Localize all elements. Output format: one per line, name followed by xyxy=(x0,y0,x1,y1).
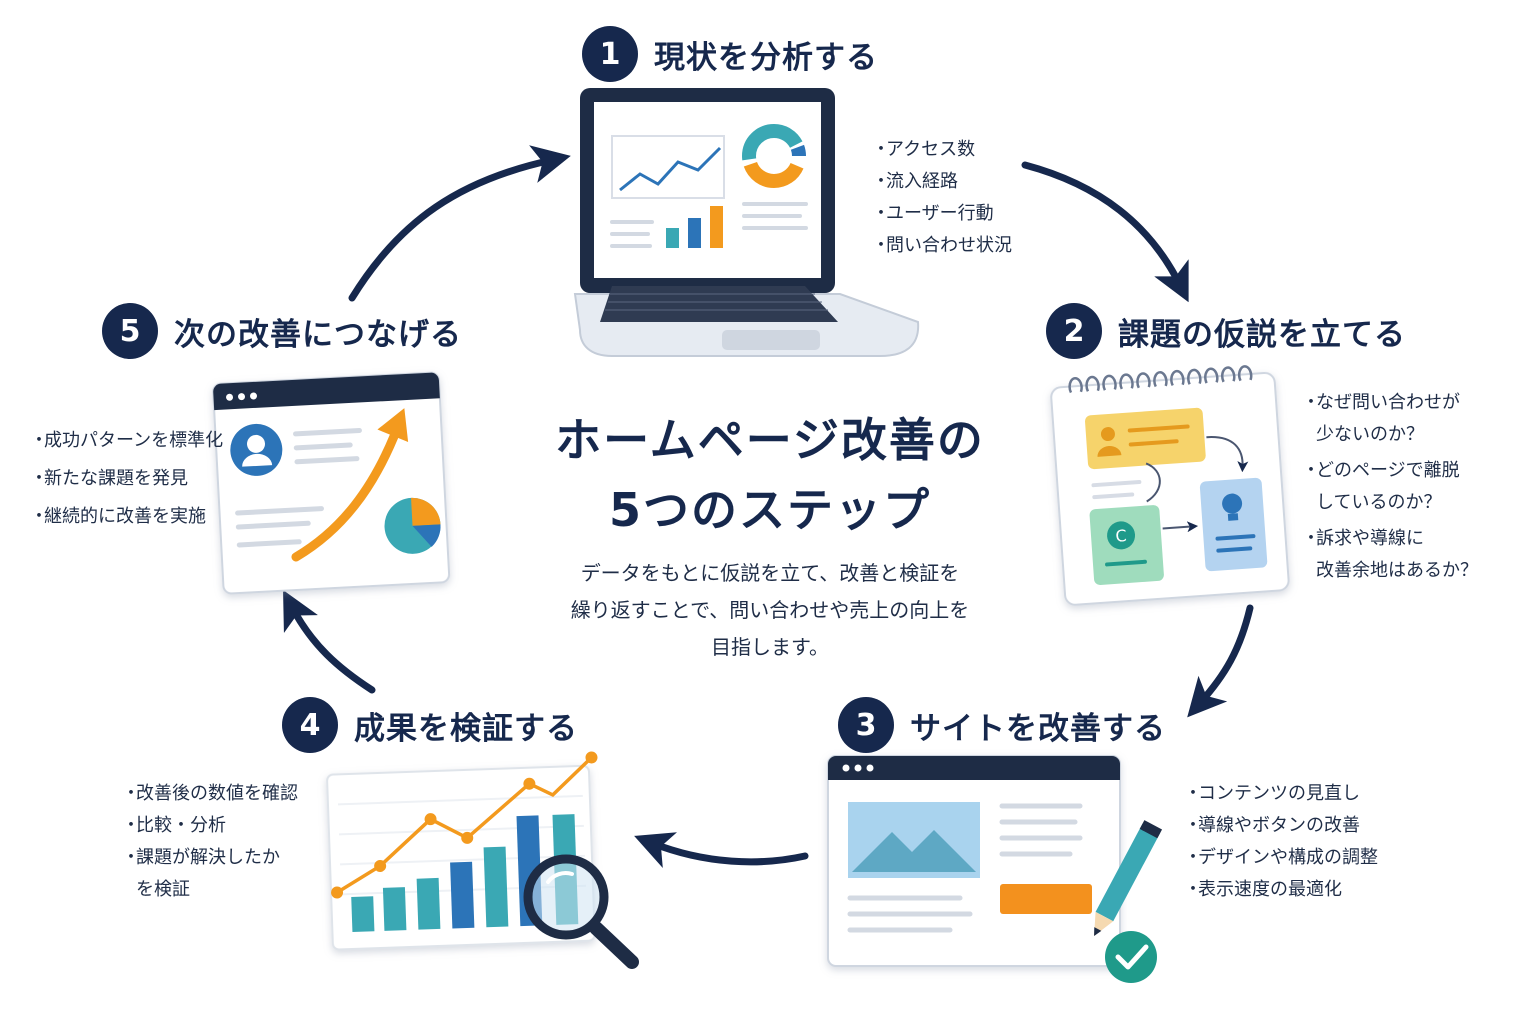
arrow-4-to-5 xyxy=(283,589,376,694)
title-line-2: 5つのステップ xyxy=(608,483,931,537)
list-item: ・表示速度の最適化 xyxy=(1184,879,1342,900)
step-1-bullets: ・アクセス数 ・流入経路 ・ユーザー行動 ・問い合わせ状況 xyxy=(872,134,1012,262)
step-number-badge: 5 xyxy=(102,303,158,359)
list-item: ・デザインや構成の調整 xyxy=(1184,847,1378,868)
list-item: ・なぜ問い合わせが 少ないのか？ xyxy=(1302,392,1460,445)
description-line-3: 目指します。 xyxy=(711,635,829,659)
page-title: ホームページ改善の 5つのステップ xyxy=(500,405,1040,545)
arrow-5-to-1 xyxy=(348,145,571,302)
step-1-heading: 1 現状を分析する xyxy=(582,26,878,82)
step-number-badge: 4 xyxy=(282,697,338,753)
svg-text:C: C xyxy=(1115,526,1127,546)
list-item: ・課題が解決したか を検証 xyxy=(122,847,280,900)
list-item: ・どのページで離脱 しているのか？ xyxy=(1302,460,1460,513)
step-title: サイトを改善する xyxy=(910,710,1166,747)
list-item: ・改善後の数値を確認 xyxy=(122,783,298,804)
arrow-3-to-4 xyxy=(634,832,809,868)
magnifier-icon xyxy=(523,854,639,969)
list-item: ・問い合わせ状況 xyxy=(872,235,1012,256)
list-item: ・導線やボタンの改善 xyxy=(1184,815,1360,836)
step-2-heading: 2 課題の仮説を立てる xyxy=(1046,303,1406,359)
step-title: 現状を分析する xyxy=(654,39,878,76)
description: データをもとに仮説を立て、改善と検証を 繰り返すことで、問い合わせや売上の向上を… xyxy=(500,555,1040,666)
list-item: ・流入経路 xyxy=(872,171,958,192)
laptop-dashboard-icon xyxy=(573,88,920,357)
list-item: ・新たな課題を発見 xyxy=(30,468,188,489)
description-line-1: データをもとに仮説を立て、改善と検証を xyxy=(580,561,960,585)
list-item: ・アクセス数 xyxy=(872,139,976,160)
arrow-1-to-2 xyxy=(1021,161,1189,303)
step-2-bullets: ・なぜ問い合わせが 少ないのか？ ・どのページで離脱 しているのか？ ・訴求や導… xyxy=(1302,387,1478,587)
list-item: ・コンテンツの見直し xyxy=(1184,783,1360,804)
step-number-badge: 2 xyxy=(1046,303,1102,359)
description-line-2: 繰り返すことで、問い合わせや売上の向上を xyxy=(570,598,970,622)
step-number-badge: 1 xyxy=(582,26,638,82)
list-item: ・比較・分析 xyxy=(122,815,226,836)
growth-browser-icon xyxy=(212,371,451,595)
arrow-2-to-3 xyxy=(1187,604,1254,718)
title-line-1: ホームページ改善の xyxy=(555,413,985,467)
notepad-hypothesis-icon: C xyxy=(1050,365,1290,606)
step-title: 成果を検証する xyxy=(354,710,578,747)
step-3-bullets: ・コンテンツの見直し ・導線やボタンの改善 ・デザインや構成の調整 ・表示速度の… xyxy=(1184,778,1378,906)
step-3-heading: 3 サイトを改善する xyxy=(838,697,1166,753)
list-item: ・ユーザー行動 xyxy=(872,203,994,224)
list-item: ・継続的に改善を実施 xyxy=(30,506,206,527)
step-4-heading: 4 成果を検証する xyxy=(282,697,578,753)
step-5-heading: 5 次の改善につなげる xyxy=(102,303,462,359)
list-item: ・成功パターンを標準化 xyxy=(30,430,224,451)
step-4-bullets: ・改善後の数値を確認 ・比較・分析 ・課題が解決したか を検証 xyxy=(122,778,298,906)
step-title: 課題の仮説を立てる xyxy=(1118,316,1406,353)
list-item: ・訴求や導線に 改善余地はあるか？ xyxy=(1302,528,1478,581)
step-title: 次の改善につなげる xyxy=(174,316,462,353)
step-5-bullets: ・成功パターンを標準化 ・新たな課題を発見 ・継続的に改善を実施 xyxy=(30,422,223,536)
webpage-edit-icon xyxy=(827,755,1163,983)
step-number-badge: 3 xyxy=(838,697,894,753)
